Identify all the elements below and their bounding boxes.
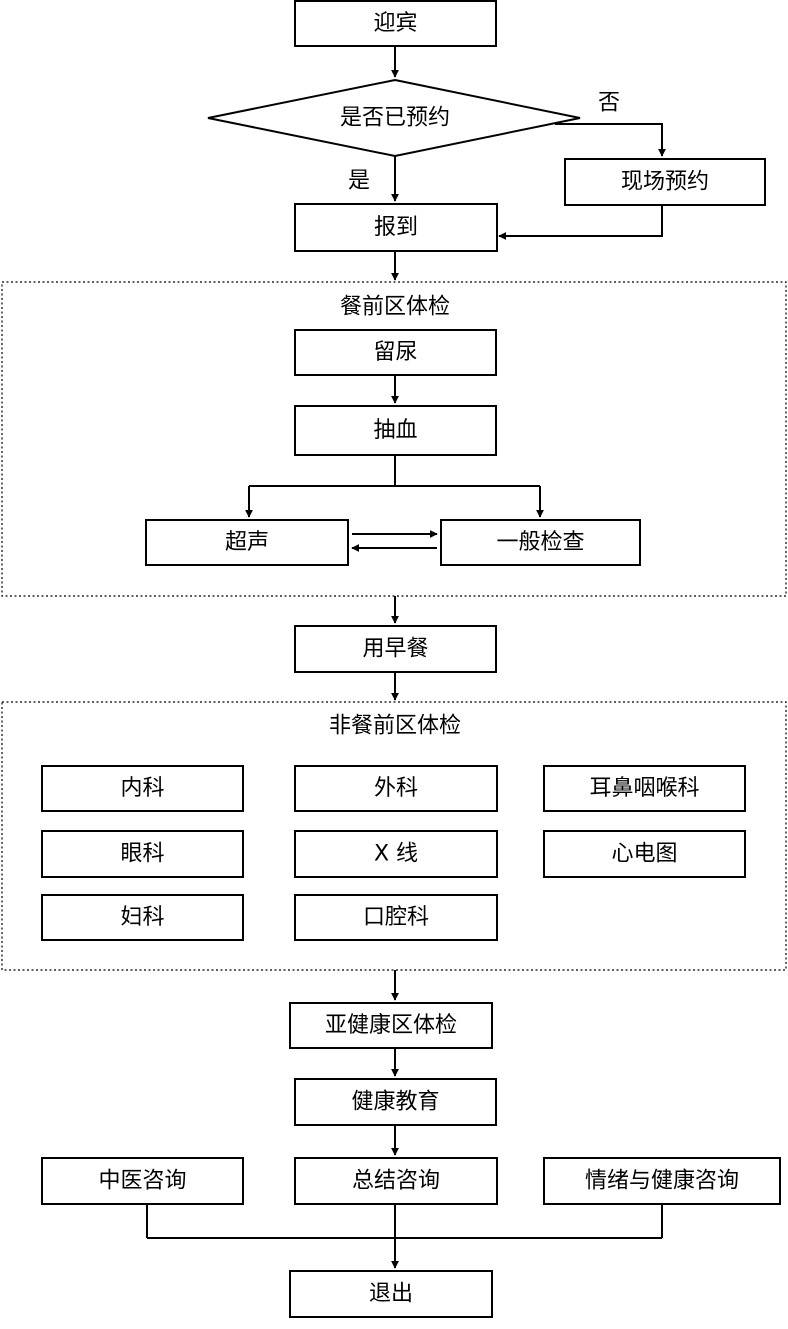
subhealth-label: 亚健康区体检 [325,1013,457,1038]
blood-label: 抽血 [373,418,417,443]
dept-xray-label: X 线 [374,842,418,867]
dept-gynecology-box [41,894,244,941]
dept-surgery-label: 外科 [374,776,418,801]
general-exam-label: 一般检查 [496,530,584,555]
connector-no-to-onsite [555,123,666,157]
dept-dental-box [294,894,498,941]
breakfast-label: 用早餐 [362,637,428,662]
dept-surgery-box [294,765,498,812]
welcome-box [294,0,497,47]
welcome-label: 迎宾 [373,11,417,36]
summary-consult-label: 总结咨询 [352,1169,440,1194]
yes-branch-label: 是 [348,169,370,194]
dept-ophthalmology-label: 眼科 [120,842,164,867]
urine-box [294,329,497,376]
exit-box [289,1270,493,1318]
ultrasound-box [145,519,349,566]
onsite-booking-label: 现场预约 [621,170,709,195]
tcm-consult-label: 中医咨询 [98,1169,186,1194]
dept-gynecology-label: 妇科 [120,905,164,930]
subhealth-box [289,1002,493,1049]
tcm-consult-box [41,1157,244,1205]
dept-xray-box [294,830,498,878]
general-exam-box [440,519,641,566]
emotion-consult-label: 情绪与健康咨询 [585,1169,739,1194]
blood-box [294,405,497,456]
exit-label: 退出 [369,1282,413,1307]
urine-label: 留尿 [373,340,417,365]
summary-consult-box [294,1157,498,1205]
dept-ecg-label: 心电图 [611,842,677,867]
health-education-label: 健康教育 [351,1090,439,1115]
health-education-box [294,1078,497,1126]
non-fasting-region-frame [1,701,787,971]
dept-ent-label: 耳鼻咽喉科 [589,776,699,801]
checkin-label: 报到 [374,215,418,240]
fasting-region-title: 餐前区体检 [340,295,450,320]
emotion-consult-box [543,1157,781,1205]
dept-internal-box [41,765,244,812]
connector-onsite-to-checkin [498,205,663,240]
checkin-box [294,203,498,252]
ultrasound-label: 超声 [225,530,269,555]
onsite-booking-box [564,158,766,206]
dept-dental-label: 口腔科 [363,905,429,930]
booked-question-label: 是否已预约 [340,106,450,131]
dept-ophthalmology-box [41,830,244,878]
breakfast-box [294,625,497,673]
booked-question-diamond [207,78,581,158]
dept-ent-box [543,765,746,812]
non-fasting-region-title: 非餐前区体检 [329,714,461,739]
dept-ecg-box [543,830,746,878]
dept-internal-label: 内科 [120,776,164,801]
no-branch-label: 否 [598,91,620,116]
